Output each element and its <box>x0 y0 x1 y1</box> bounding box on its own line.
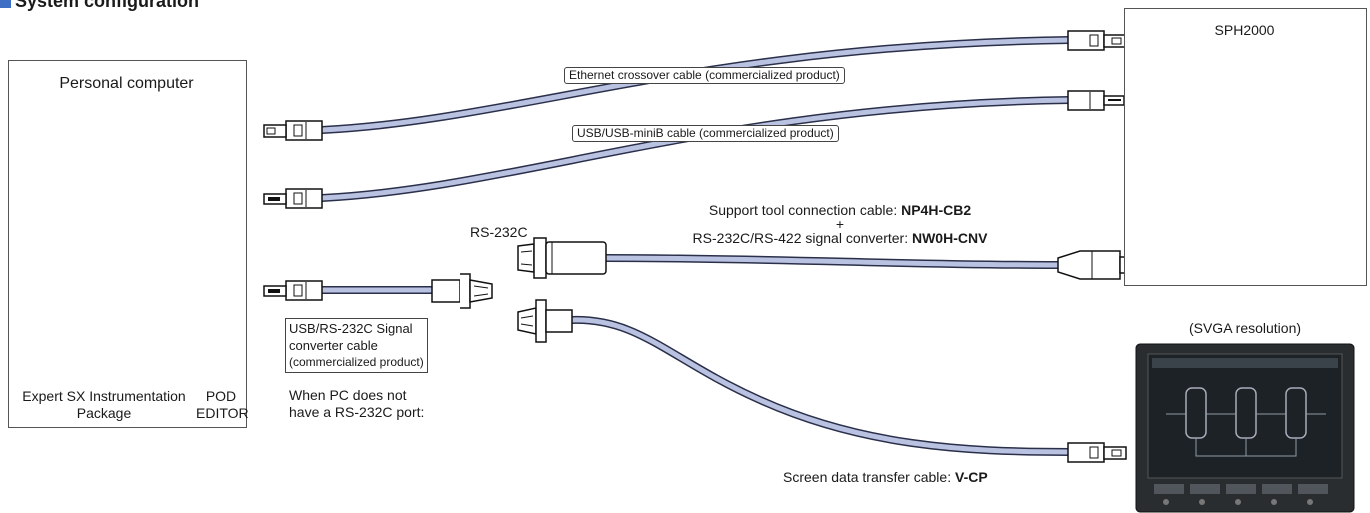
rj45-connector-icon <box>1067 30 1127 51</box>
rj45-connector-icon <box>263 120 323 141</box>
db9-connector-icon <box>517 237 607 279</box>
ethernet-cable-label: Ethernet crossover cable (commercialized… <box>564 67 845 84</box>
ethernet-cable <box>321 37 1071 133</box>
plc-title: SPH2000 <box>1214 22 1275 38</box>
software-expert-sx: Expert SX Instrumentation Package <box>14 388 194 422</box>
support-tool-cable-label: Support tool connection cable: NP4H-CB2 <box>708 202 972 218</box>
converter-model: NW0H-CNV <box>911 230 988 246</box>
heading-square-icon <box>0 0 11 8</box>
software-expert-sx-line2: Package <box>76 405 132 421</box>
plus-sign: + <box>835 216 845 232</box>
usb-minib-cable <box>321 97 1071 201</box>
heading-text: System configuration <box>15 0 200 11</box>
rs232c-port-label: RS-232C <box>470 224 528 240</box>
no-port-note-line2: have a RS-232C port: <box>289 404 425 420</box>
usb-rs232c-line3: (commercialized product) <box>289 355 424 369</box>
no-port-note-line1: When PC does not <box>289 387 407 403</box>
usb-rs232c-cable-label: USB/RS-232C Signal converter cable (comm… <box>285 318 428 373</box>
mini-usb-connector-icon <box>1067 90 1125 111</box>
usb-rs232c-line2: converter cable <box>289 338 378 353</box>
plc-box <box>1124 8 1367 286</box>
rs232c-converter-cable <box>604 255 1059 268</box>
software-pod-editor: POD EDITOR <box>196 388 249 422</box>
software-pod-editor-line2: EDITOR <box>196 405 249 421</box>
usb-rs232c-line1: USB/RS-232C Signal <box>289 321 413 336</box>
db9-connector-icon <box>517 299 573 343</box>
usb-minib-cable-label: USB/USB-miniB cable (commercialized prod… <box>572 125 839 142</box>
screen-transfer-cable <box>571 317 1071 455</box>
hmi-title: (SVGA resolution) <box>1188 320 1302 336</box>
section-heading: System configuration <box>0 0 199 11</box>
rj45-connector-icon <box>1067 442 1127 463</box>
pc-box <box>8 60 247 428</box>
db9-connector-icon <box>431 273 493 309</box>
software-expert-sx-line1: Expert SX Instrumentation <box>22 388 186 404</box>
support-tool-model: NP4H-CB2 <box>901 202 972 218</box>
screen-transfer-cable-label: Screen data transfer cable: V-CP <box>783 469 988 485</box>
mini-din-connector-icon <box>1057 250 1127 280</box>
no-port-note: When PC does not have a RS-232C port: <box>289 387 424 421</box>
screen-transfer-model: V-CP <box>955 469 988 485</box>
touch-panel-icon <box>1135 343 1355 513</box>
pc-title: Personal computer <box>59 75 194 92</box>
usb-connector-icon <box>263 188 323 209</box>
converter-label: RS-232C/RS-422 signal converter: NW0H-CN… <box>692 230 988 246</box>
software-pod-editor-line1: POD <box>205 388 237 404</box>
usb-connector-icon <box>263 280 323 301</box>
